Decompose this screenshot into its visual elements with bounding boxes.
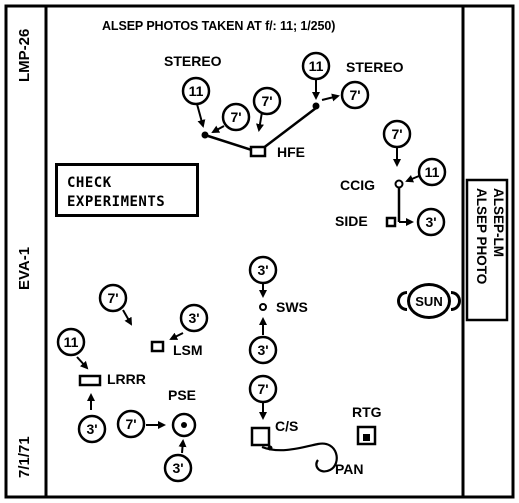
sws-point <box>259 303 267 311</box>
stereo-right-11-callout: 11 <box>301 51 331 81</box>
pse-3-text: 3' <box>172 460 183 476</box>
stereo-left-11-text: 11 <box>189 83 204 99</box>
lrrr-label: LRRR <box>107 371 146 387</box>
hfe-arrow <box>256 111 264 132</box>
check-experiments-box: CHECK EXPERIMENTS <box>55 163 199 217</box>
stereo-left-arrow-1 <box>196 103 206 128</box>
cs-label: C/S <box>275 418 299 434</box>
pse-label: PSE <box>168 387 197 403</box>
lsm-3-callout: 3' <box>179 303 209 333</box>
stereo-right-point <box>312 102 320 110</box>
check-box-line-2: EXPERIMENTS <box>67 194 166 210</box>
pse-3-callout: 3' <box>163 453 193 483</box>
cs-7-callout: 7' <box>248 374 278 404</box>
stereo-left-7-text: 7' <box>230 109 241 125</box>
lsm-7-text: 7' <box>107 290 118 306</box>
sws-top-3-callout: 3' <box>248 255 278 285</box>
ccig-11-text: 11 <box>425 164 440 180</box>
ccig-label: CCIG <box>340 177 375 193</box>
pse-arrow-2 <box>178 439 187 454</box>
sun-ray-left <box>397 291 407 311</box>
ccig-arrow-2 <box>405 175 420 183</box>
stereo-left-label: STEREO <box>164 53 222 69</box>
lrrr-marker <box>78 374 102 387</box>
lsm-marker <box>150 340 165 353</box>
lsm-7-callout: 7' <box>98 283 128 313</box>
ccig-7-callout: 7' <box>382 119 412 149</box>
pse-marker-inner <box>181 422 187 428</box>
sun-label: SUN <box>415 293 443 309</box>
rtg-marker-core <box>363 434 370 441</box>
stereo-right-7-callout: 7' <box>340 80 370 110</box>
stereo-right-label: STEREO <box>346 59 404 75</box>
pan-label: PAN <box>335 461 364 477</box>
sws-top-3-text: 3' <box>257 262 268 278</box>
side-3-callout: 3' <box>416 207 446 237</box>
stereo-left-11-callout: 11 <box>181 76 211 106</box>
rtg-label: RTG <box>352 404 382 420</box>
sun-marker: SUN <box>407 283 451 319</box>
stereo-right-7-text: 7' <box>349 87 360 103</box>
hfe-stereo-line <box>257 107 317 153</box>
pan-track <box>261 442 338 473</box>
sws-bottom-3-callout: 3' <box>248 335 278 365</box>
lsm-3-text: 3' <box>188 310 199 326</box>
pan-start-point <box>267 445 273 451</box>
pse-marker-outer <box>171 412 197 438</box>
lrrr-arrow-1 <box>76 356 89 370</box>
lsm-arrow-2 <box>169 332 184 340</box>
sun-ray-right <box>451 291 461 311</box>
sws-bottom-3-text: 3' <box>257 342 268 358</box>
stereo-right-arrow-2 <box>321 93 340 102</box>
hfe-7-callout: 7' <box>252 86 282 116</box>
check-box-line-1: CHECK <box>67 175 112 191</box>
side-marker <box>385 216 397 228</box>
cs-7-text: 7' <box>257 381 268 397</box>
lsm-arrow-1 <box>122 309 132 326</box>
side-label: SIDE <box>335 213 368 229</box>
side-3-text: 3' <box>425 214 436 230</box>
stereo-left-point <box>201 131 209 139</box>
lrrr-3-text: 3' <box>86 421 97 437</box>
stereo-right-11-text: 11 <box>309 58 324 74</box>
pse-7-text: 7' <box>125 416 136 432</box>
stereo-left-arrow-2 <box>211 125 225 133</box>
page-border <box>4 4 515 499</box>
stereo-hfe-line <box>204 133 259 154</box>
stereo-left-7-callout: 7' <box>221 102 251 132</box>
lrrr-3-callout: 3' <box>77 414 107 444</box>
hfe-marker <box>249 145 267 158</box>
ccig-7-text: 7' <box>391 126 402 142</box>
lrrr-11-callout: 11 <box>56 327 86 357</box>
alsep-photo-header: ALSEP PHOTOS TAKEN AT f/: 11; 1/250) <box>102 19 336 33</box>
pse-7-callout: 7' <box>116 409 146 439</box>
sws-label: SWS <box>276 299 308 315</box>
ccig-point <box>394 179 404 189</box>
lrrr-11-text: 11 <box>64 334 79 350</box>
cs-marker <box>250 426 271 447</box>
hfe-label: HFE <box>277 144 305 160</box>
right-strip-box <box>465 178 509 322</box>
hfe-7-text: 7' <box>261 93 272 109</box>
ccig-11-callout: 11 <box>417 157 447 187</box>
lsm-label: LSM <box>173 342 203 358</box>
